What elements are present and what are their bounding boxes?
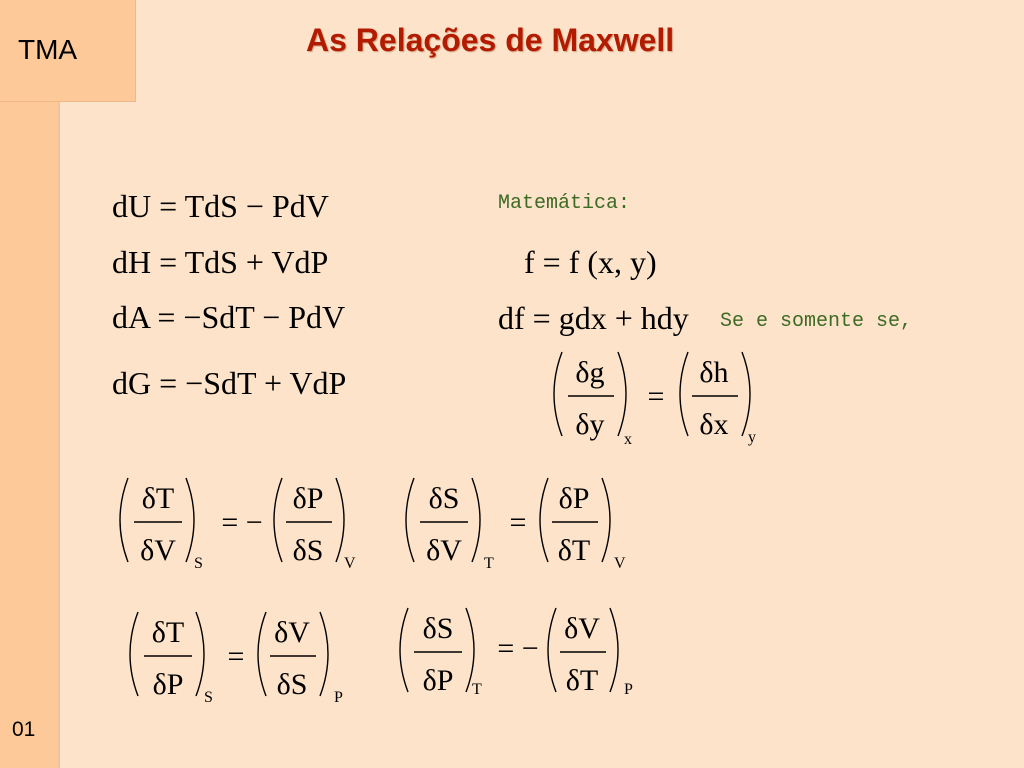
- right-paren: [601, 477, 611, 563]
- right-paren: [617, 351, 627, 437]
- denominator: δS: [293, 534, 324, 567]
- right-paren: [185, 477, 195, 563]
- equation-helmholtz: dA = −SdT − PdV: [112, 299, 346, 335]
- maxwell-relation-4: δS δP T = − δV δT P: [399, 607, 633, 698]
- corner-header-box: [0, 0, 136, 102]
- numerator: δg: [575, 356, 604, 389]
- numerator: δV: [274, 616, 310, 649]
- operator: =: [228, 640, 245, 673]
- total-differential: df = gdx + hdy: [498, 300, 689, 336]
- denominator: δV: [140, 534, 176, 567]
- subscript: P: [334, 689, 343, 706]
- numerator: δT: [152, 616, 184, 649]
- left-paren: [399, 607, 409, 693]
- left-paren: [273, 477, 283, 563]
- denominator: δT: [566, 664, 598, 697]
- subscript: T: [484, 555, 494, 572]
- function-definition: f = f (x, y): [524, 244, 657, 280]
- subscript: y: [748, 429, 756, 446]
- subscript: x: [624, 431, 632, 448]
- operator: = −: [497, 632, 538, 665]
- left-paren: [539, 477, 549, 563]
- maxwell-relation-2: δS δV T = δP δT V: [405, 477, 626, 572]
- slide-title: As Relações de Maxwell: [306, 22, 675, 58]
- equation-enthalpy: dH = TdS + VdP: [112, 244, 329, 280]
- operator: = −: [221, 506, 262, 539]
- exactness-condition: δg δy x = δh δx y: [553, 351, 756, 448]
- denominator: δT: [558, 534, 590, 567]
- right-paren: [741, 351, 751, 437]
- subscript: S: [204, 689, 213, 706]
- numerator: δS: [429, 482, 460, 515]
- right-paren: [319, 611, 329, 697]
- left-paren: [129, 611, 139, 697]
- denominator: δy: [575, 408, 604, 441]
- equation-gibbs: dG = −SdT + VdP: [112, 365, 347, 401]
- content-border: [58, 102, 60, 768]
- maxwell-relation-3: δT δP S = δV δS P: [129, 611, 343, 706]
- subscript: S: [194, 555, 203, 572]
- iff-label: Se e somente se,: [720, 310, 913, 333]
- equation-internal-energy: dU = TdS − PdV: [112, 188, 329, 224]
- left-paren: [405, 477, 415, 563]
- numerator: δV: [564, 612, 600, 645]
- math-label: Matemática:: [498, 192, 631, 215]
- right-paren: [335, 477, 345, 563]
- right-paren: [465, 607, 475, 693]
- numerator: δS: [423, 612, 454, 645]
- subscript: V: [344, 555, 356, 572]
- right-paren: [195, 611, 205, 697]
- left-paren: [257, 611, 267, 697]
- numerator: δP: [559, 482, 590, 515]
- subscript: T: [472, 681, 482, 698]
- slide-number: 01: [12, 718, 36, 741]
- denominator: δx: [699, 408, 728, 441]
- numerator: δT: [142, 482, 174, 515]
- left-paren: [679, 351, 689, 437]
- left-paren: [547, 607, 557, 693]
- left-paren: [119, 477, 129, 563]
- subscript: P: [624, 681, 633, 698]
- denominator: δP: [153, 668, 184, 701]
- denominator: δS: [277, 668, 308, 701]
- numerator: δP: [293, 482, 324, 515]
- sidebar-strip: [0, 0, 58, 768]
- right-paren: [609, 607, 619, 693]
- course-label: TMA: [18, 34, 78, 65]
- subscript: V: [614, 555, 626, 572]
- maxwell-relation-1: δT δV S = − δP δS V: [119, 477, 356, 572]
- operator: =: [648, 380, 665, 413]
- operator: =: [510, 506, 527, 539]
- left-paren: [553, 351, 563, 437]
- denominator: δP: [423, 664, 454, 697]
- numerator: δh: [699, 356, 728, 389]
- denominator: δV: [426, 534, 462, 567]
- right-paren: [471, 477, 481, 563]
